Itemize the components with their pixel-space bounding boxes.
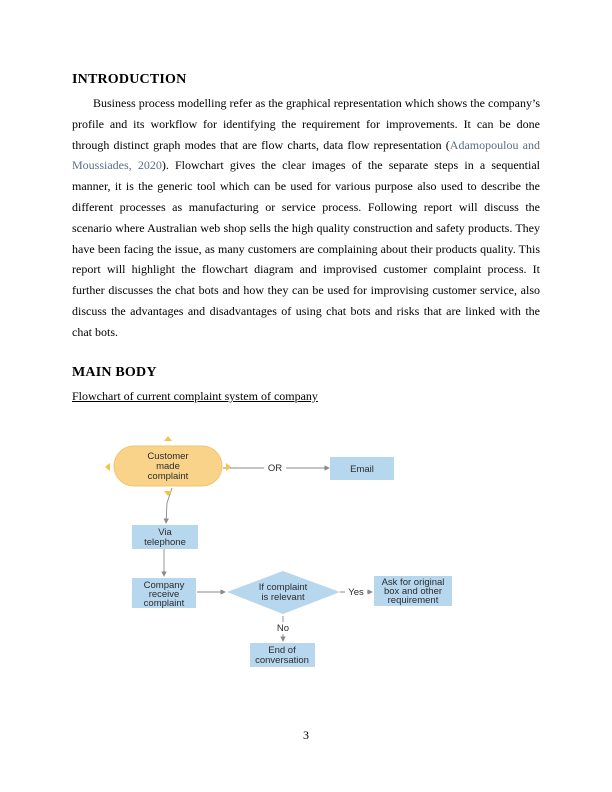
flowchart-caption: Flowchart of current complaint system of… xyxy=(72,389,318,403)
svg-text:Email: Email xyxy=(350,464,374,475)
svg-text:box and other: box and other xyxy=(384,586,442,597)
svg-text:requirement: requirement xyxy=(388,595,439,606)
complaint-flowchart: OR Yes No Customer made complaint Email … xyxy=(105,436,452,667)
selection-handles xyxy=(105,436,231,496)
flowchart-connectors xyxy=(161,465,373,642)
edge-label-no: No xyxy=(277,623,289,634)
svg-text:Ask for original: Ask for original xyxy=(382,577,445,588)
svg-text:receive: receive xyxy=(149,589,180,600)
node-via-telephone: Via telephone xyxy=(132,525,198,549)
svg-text:Company: Company xyxy=(144,580,185,591)
node-company-receive: Company receive complaint xyxy=(132,578,196,609)
page-number: 3 xyxy=(303,728,309,742)
svg-text:is relevant: is relevant xyxy=(261,592,305,603)
node-customer-complaint: Customer made complaint xyxy=(113,445,223,487)
introduction-paragraph: Business process modelling refer as the … xyxy=(72,93,540,343)
svg-text:If complaint: If complaint xyxy=(259,582,308,593)
edge-label-yes: Yes xyxy=(348,587,364,598)
node-ask-original-box: Ask for original box and other requireme… xyxy=(374,576,452,606)
svg-text:Customer: Customer xyxy=(147,451,188,462)
svg-text:conversation: conversation xyxy=(255,655,309,666)
edge-label-or: OR xyxy=(268,463,282,474)
svg-text:telephone: telephone xyxy=(144,537,186,548)
main-body-heading: MAIN BODY xyxy=(72,365,157,380)
introduction-text-part-2: ). Flowchart gives the clear images of t… xyxy=(72,158,541,339)
introduction-text-part-1: Business process modelling refer as the … xyxy=(72,96,540,152)
svg-text:Via: Via xyxy=(158,527,172,538)
citation-reference: Adamopoulou and Moussiades, 2020 xyxy=(72,137,540,173)
svg-text:made: made xyxy=(156,461,180,472)
svg-text:complaint: complaint xyxy=(148,471,189,482)
svg-text:complaint: complaint xyxy=(144,598,185,609)
svg-text:End of: End of xyxy=(268,645,296,656)
introduction-heading: INTRODUCTION xyxy=(72,72,187,87)
node-email: Email xyxy=(330,457,394,480)
node-end-conversation: End of conversation xyxy=(250,643,315,667)
node-decision-relevant: If complaint is relevant xyxy=(227,571,340,614)
